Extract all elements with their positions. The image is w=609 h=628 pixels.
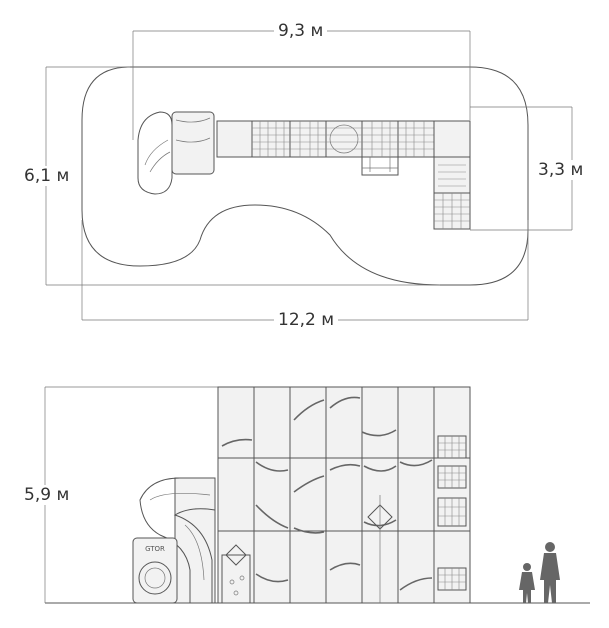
dim-label-height: 5,9 м: [20, 485, 74, 505]
plan-view: [45, 30, 573, 321]
module-row-plan: [216, 120, 471, 176]
corner-module-plan: [433, 120, 471, 230]
dim-label-module-depth: 3,3 м: [534, 160, 588, 180]
tube-text: GTOR: [145, 545, 165, 553]
net-boxes: [437, 435, 467, 591]
dim-label-depth: 6,1 м: [20, 166, 74, 186]
tower-elevation: [217, 386, 471, 604]
human-figures: [519, 542, 560, 603]
dim-label-top-width: 9,3 м: [274, 21, 328, 41]
dim-label-overall-width: 12,2 м: [274, 310, 339, 330]
safety-zone-outline: [81, 66, 529, 286]
elevation-view: GTOR: [44, 386, 590, 604]
slide-elevation: GTOR: [132, 477, 216, 604]
slide-plan: [137, 111, 215, 195]
